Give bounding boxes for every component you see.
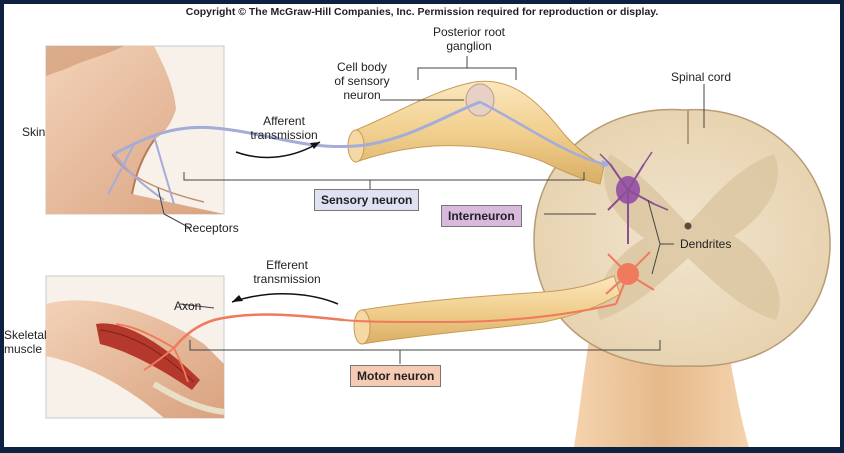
skin-label: Skin (22, 125, 46, 139)
spinal-cord-cross-section (533, 108, 831, 367)
dendrites-label: Dendrites (680, 237, 732, 251)
posterior-root-ganglion-label: Posterior root ganglion (432, 25, 506, 53)
arm-inset (45, 275, 225, 419)
copyright-notice: Copyright © The McGraw-Hill Companies, I… (185, 6, 659, 18)
face-inset (45, 45, 225, 215)
interneuron-cell (599, 151, 669, 244)
reflex-arc-figure: Copyright © The McGraw-Hill Companies, I… (4, 4, 840, 447)
receptors-label: Receptors (184, 221, 239, 235)
motor-axon-fiber (173, 313, 345, 349)
ganglion-cell-body (465, 83, 495, 117)
cell-body-label: Cell body of sensory neuron (334, 60, 390, 102)
axon-label: Axon (174, 299, 202, 313)
efferent-arrow (231, 293, 339, 305)
skeletal-muscle-label: Skeletal muscle (4, 328, 47, 356)
spinal-cord-label: Spinal cord (671, 70, 732, 84)
afferent-transmission-label: Afferent transmission (250, 114, 318, 142)
sensory-neuron-fiber (113, 100, 481, 156)
sensory-neuron-box: Sensory neuron (314, 189, 420, 211)
motor-neuron-cell (343, 251, 655, 324)
interneuron-box: Interneuron (441, 205, 522, 227)
reflex-arc-illustration (45, 45, 831, 447)
afferent-arrow (235, 141, 321, 159)
motor-neuron-box: Motor neuron (350, 365, 442, 387)
efferent-transmission-label: Efferent transmission (253, 258, 321, 286)
